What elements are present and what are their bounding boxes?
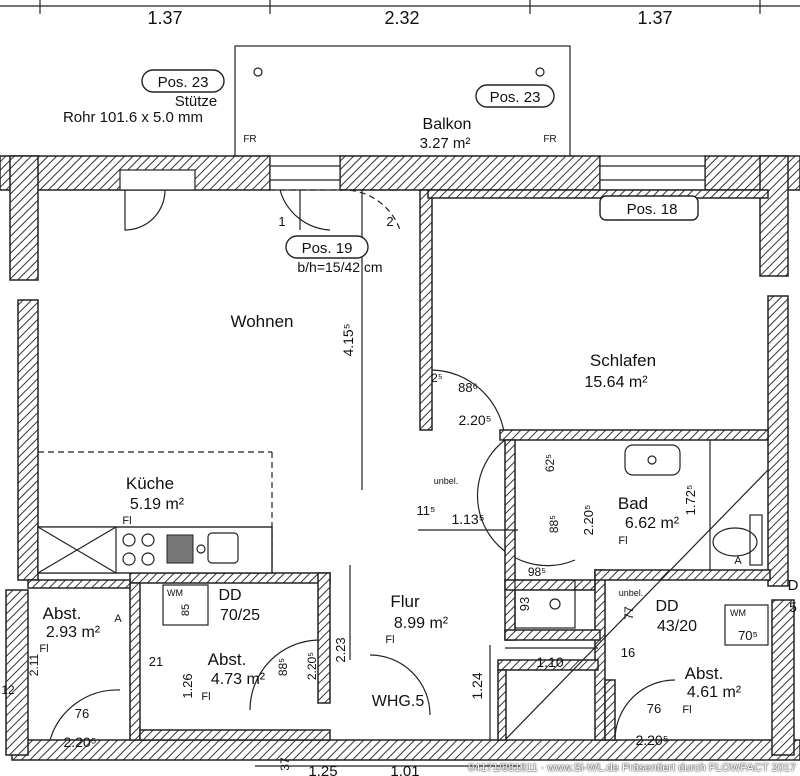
room-abst3-name: Abst. bbox=[685, 664, 724, 683]
measure-625: 62⁵ bbox=[543, 454, 557, 472]
pos18-label: Pos. 18 bbox=[627, 201, 678, 218]
measure-11: 11⁵ bbox=[417, 503, 436, 518]
top-dimension-line bbox=[0, 0, 800, 14]
balcony-name: Balkon bbox=[423, 116, 472, 133]
wm-box-right bbox=[724, 604, 769, 646]
room-abst3-fl: Fl bbox=[682, 704, 691, 716]
room-abst1-name: Abst. bbox=[43, 604, 82, 623]
measure-85: 85 bbox=[180, 604, 192, 616]
measure-220e: 2.20⁵ bbox=[635, 732, 668, 748]
room-abst2-name: Abst. bbox=[208, 650, 247, 669]
wm-label-left: WM bbox=[167, 588, 183, 598]
room-kueche-name: Küche bbox=[126, 474, 174, 493]
room-wohnen-name: Wohnen bbox=[230, 312, 293, 331]
measure-220d: 2.20⁵ bbox=[63, 734, 96, 750]
pos23-left-label: Pos. 23 bbox=[158, 74, 209, 91]
measure-76b: 76 bbox=[647, 701, 661, 716]
measure-172: 1.72⁵ bbox=[683, 485, 698, 516]
a-label-1: A bbox=[114, 613, 122, 625]
pos23-right-label: Pos. 23 bbox=[490, 89, 541, 106]
measure-415: 4.15⁵ bbox=[340, 323, 356, 356]
room-schlafen-name: Schlafen bbox=[590, 351, 656, 370]
room-abst2-area: 4.73 m² bbox=[211, 671, 266, 688]
measure-93: 93 bbox=[517, 597, 532, 611]
measure-16: 16 bbox=[621, 645, 635, 660]
pos23-left-tag bbox=[141, 69, 225, 93]
room-abst3-area: 4.61 m² bbox=[687, 684, 742, 701]
measure-705: 70⁵ bbox=[738, 628, 758, 643]
measure-220b: 2.20⁵ bbox=[581, 505, 596, 536]
measure-211: 2.11 bbox=[27, 653, 41, 676]
support-spec: Rohr 101.6 x 5.0 mm bbox=[63, 109, 203, 126]
bath-fixtures bbox=[504, 440, 769, 741]
room-flur-fl: Fl bbox=[385, 634, 394, 646]
pos19-label: Pos. 19 bbox=[302, 240, 353, 257]
measure-37: 37 bbox=[278, 757, 292, 771]
beam-label: b/h=15/42 cm bbox=[297, 259, 382, 275]
room-flur-name: Flur bbox=[390, 592, 420, 611]
dd1-size: 70/25 bbox=[220, 607, 260, 624]
measure-25: 2⁵ bbox=[431, 371, 443, 385]
measure-223: 2.23 bbox=[333, 637, 348, 662]
room-flur-area: 8.99 m² bbox=[394, 615, 449, 632]
interior-walls bbox=[27, 189, 771, 741]
dim-top-right: 1.37 bbox=[637, 8, 672, 28]
room-bad-fl: Fl bbox=[618, 535, 627, 547]
measure-126: 1.26 bbox=[180, 673, 195, 698]
measure-110: 1.10 bbox=[536, 654, 563, 670]
measure-220a: 2.20⁵ bbox=[458, 412, 491, 428]
measure-885b: 88⁵ bbox=[276, 658, 290, 676]
room-schlafen-area: 15.64 m² bbox=[584, 374, 648, 391]
dim-top-left: 1.37 bbox=[147, 8, 182, 28]
wm-label-right: WM bbox=[730, 608, 746, 618]
support-marker-left bbox=[253, 67, 263, 77]
support-marker-right bbox=[535, 67, 545, 77]
five-label: 5 bbox=[789, 599, 797, 615]
fr-label-left: FR bbox=[243, 134, 256, 145]
balcony-area: 3.27 m² bbox=[420, 135, 471, 152]
room-bad-name: Bad bbox=[618, 494, 648, 513]
measure-77: 77 bbox=[622, 606, 636, 620]
dim-bottom-a: 1.25 bbox=[308, 763, 337, 776]
room-bad-area: 6.62 m² bbox=[625, 515, 680, 532]
support-label: Stütze bbox=[175, 93, 218, 110]
dd2-size: 43/20 bbox=[657, 618, 697, 635]
measure-12: 12 bbox=[1, 683, 15, 697]
whg-label: WHG.5 bbox=[372, 693, 425, 710]
measure-886: 88⁶ bbox=[458, 380, 478, 395]
dim-top-mid: 2.32 bbox=[384, 8, 419, 28]
room-abst2-fl: Fl bbox=[201, 691, 210, 703]
d-label: D bbox=[788, 577, 799, 594]
measure-885a: 88⁵ bbox=[547, 515, 561, 533]
pos23-right-tag bbox=[475, 84, 555, 108]
room-kueche-area: 5.19 m² bbox=[130, 496, 185, 513]
measure-985: 98⁵ bbox=[528, 565, 546, 579]
measure-76a: 76 bbox=[75, 706, 89, 721]
kitchen-counter bbox=[37, 451, 273, 574]
top-windows bbox=[119, 155, 706, 191]
wm-box-left bbox=[162, 584, 209, 626]
dd1-label: DD bbox=[218, 587, 241, 604]
fr-label-right: FR bbox=[543, 134, 556, 145]
footer-credit: 04171/881811 · www.Si-WL.de Präsentiert … bbox=[468, 762, 796, 774]
pos18-tag bbox=[599, 195, 699, 221]
pos19-tag bbox=[285, 235, 369, 259]
room-kueche-fl: Fl bbox=[122, 515, 131, 527]
door-leaf-2: 2 bbox=[386, 214, 393, 229]
room-abst1-area: 2.93 m² bbox=[46, 624, 101, 641]
unbel-label-1: unbel. bbox=[434, 476, 459, 486]
room-abst1-fl: Fl bbox=[39, 643, 48, 655]
dd2-label: DD bbox=[655, 598, 678, 615]
a-label-2: A bbox=[734, 555, 742, 567]
measure-21: 21 bbox=[149, 654, 163, 669]
measure-220c: 2.20⁵ bbox=[305, 652, 319, 680]
door-leaf-1: 1 bbox=[278, 214, 285, 229]
unbel-label-2: unbel. bbox=[619, 588, 644, 598]
dim-bottom-b: 1.01 bbox=[390, 763, 419, 776]
measure-124: 1.24 bbox=[469, 672, 485, 699]
measure-113: 1.13⁵ bbox=[451, 511, 484, 527]
